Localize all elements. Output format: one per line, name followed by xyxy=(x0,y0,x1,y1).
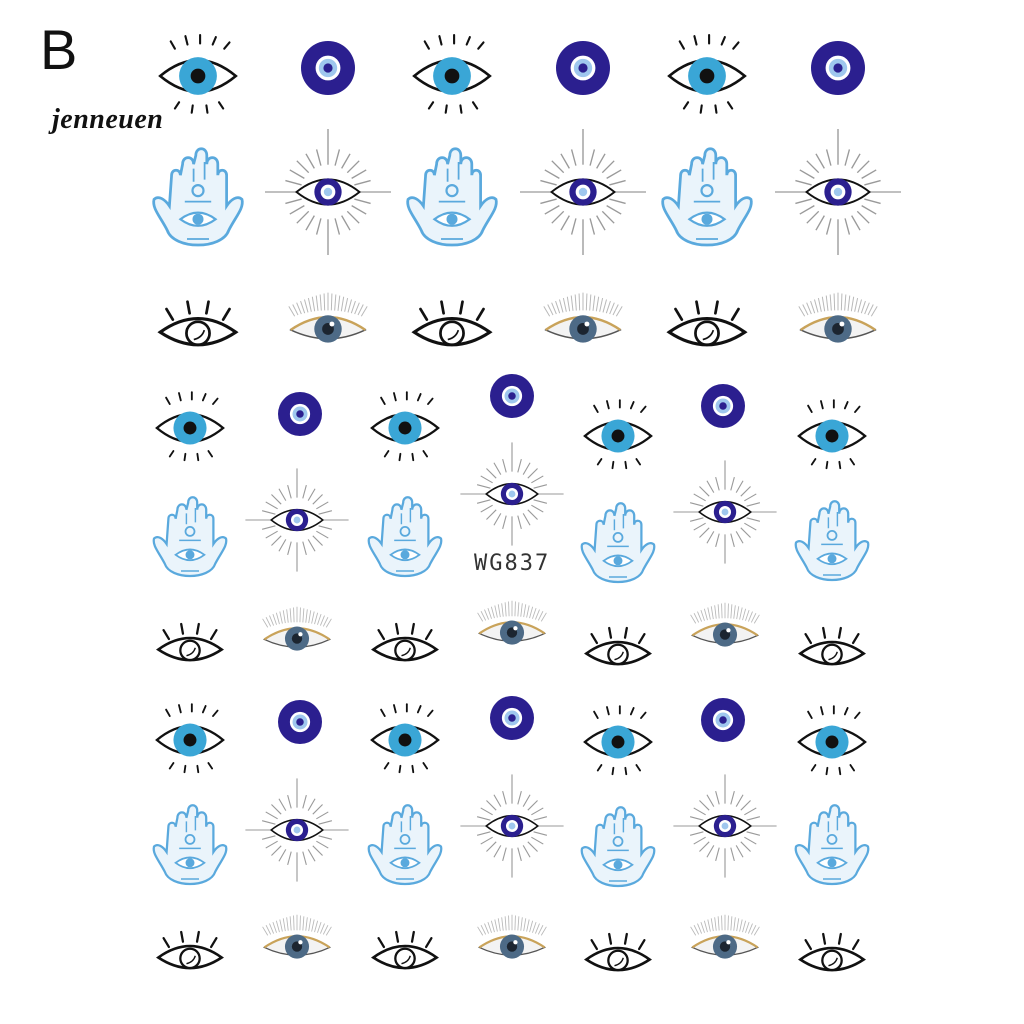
brand-watermark: jenneuen xyxy=(52,104,164,135)
nazar-bead-sticker xyxy=(301,41,355,95)
lashed-eye-sticker xyxy=(583,705,653,776)
nazar-bead-sticker xyxy=(490,374,534,418)
outline-eye-sticker xyxy=(798,932,866,972)
nazar-bead-sticker xyxy=(490,696,534,740)
nazar-bead-sticker xyxy=(701,384,745,428)
hamsa-hand-sticker xyxy=(367,496,443,577)
hamsa-hand-sticker xyxy=(367,804,443,885)
outline-eye-sticker xyxy=(666,300,748,347)
hamsa-hand-sticker xyxy=(580,806,656,887)
lashed-eye-sticker xyxy=(797,399,867,470)
lashed-eye-sticker xyxy=(583,399,653,470)
realistic-eye-sticker xyxy=(288,292,368,343)
outline-eye-sticker xyxy=(371,930,439,970)
hamsa-hand-sticker xyxy=(152,147,244,247)
nazar-bead-sticker xyxy=(278,392,322,436)
hamsa-hand-sticker xyxy=(580,502,656,583)
hamsa-hand-sticker xyxy=(794,804,870,885)
outline-eye-sticker xyxy=(411,300,493,347)
realistic-eye-sticker xyxy=(690,602,760,647)
radiant-eye-sticker xyxy=(673,460,777,564)
lashed-eye-sticker xyxy=(797,705,867,776)
outline-eye-sticker xyxy=(584,626,652,666)
outline-eye-sticker xyxy=(156,622,224,662)
realistic-eye-sticker xyxy=(477,914,547,959)
sheet-code-label: WG837 xyxy=(474,551,551,576)
radiant-eye-sticker xyxy=(520,129,646,255)
radiant-eye-sticker xyxy=(460,774,564,878)
outline-eye-sticker xyxy=(157,300,239,347)
outline-eye-sticker xyxy=(156,930,224,970)
lashed-eye-sticker xyxy=(158,34,238,114)
lashed-eye-sticker xyxy=(370,391,440,462)
lashed-eye-sticker xyxy=(667,34,747,114)
outline-eye-sticker xyxy=(798,626,866,666)
hamsa-hand-sticker xyxy=(406,147,498,247)
realistic-eye-sticker xyxy=(543,292,623,343)
realistic-eye-sticker xyxy=(798,292,878,343)
realistic-eye-sticker xyxy=(477,600,547,645)
nazar-bead-sticker xyxy=(811,41,865,95)
variant-letter: B xyxy=(40,18,78,81)
lashed-eye-sticker xyxy=(370,703,440,774)
realistic-eye-sticker xyxy=(262,606,332,651)
outline-eye-sticker xyxy=(584,932,652,972)
lashed-eye-sticker xyxy=(155,703,225,774)
hamsa-hand-sticker xyxy=(152,496,228,577)
outline-eye-sticker xyxy=(371,622,439,662)
radiant-eye-sticker xyxy=(775,129,901,255)
realistic-eye-sticker xyxy=(262,914,332,959)
lashed-eye-sticker xyxy=(155,391,225,462)
radiant-eye-sticker xyxy=(245,468,349,572)
radiant-eye-sticker xyxy=(245,778,349,882)
hamsa-hand-sticker xyxy=(794,500,870,581)
nazar-bead-sticker xyxy=(556,41,610,95)
radiant-eye-sticker xyxy=(673,774,777,878)
nazar-bead-sticker xyxy=(701,698,745,742)
lashed-eye-sticker xyxy=(412,34,492,114)
radiant-eye-sticker xyxy=(265,129,391,255)
hamsa-hand-sticker xyxy=(152,804,228,885)
hamsa-hand-sticker xyxy=(661,147,753,247)
radiant-eye-sticker xyxy=(460,442,564,546)
nazar-bead-sticker xyxy=(278,700,322,744)
realistic-eye-sticker xyxy=(690,914,760,959)
